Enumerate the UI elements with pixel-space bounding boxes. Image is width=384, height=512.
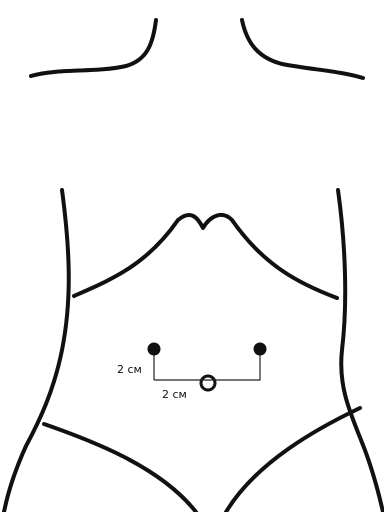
left-groin-line: [44, 424, 196, 512]
left-neck-line: [31, 20, 156, 76]
right-groin-line: [226, 408, 360, 512]
horizontal-distance-label: 2 см: [162, 388, 187, 401]
right-neck-line: [242, 20, 363, 78]
rib-cage-line: [74, 215, 337, 298]
left-torso-line: [4, 190, 69, 512]
right-torso-line: [338, 190, 383, 512]
umbilical-port-ring: [201, 376, 215, 390]
right-port-dot: [254, 343, 267, 356]
vertical-distance-label: 2 см: [117, 363, 142, 376]
left-port-dot: [148, 343, 161, 356]
